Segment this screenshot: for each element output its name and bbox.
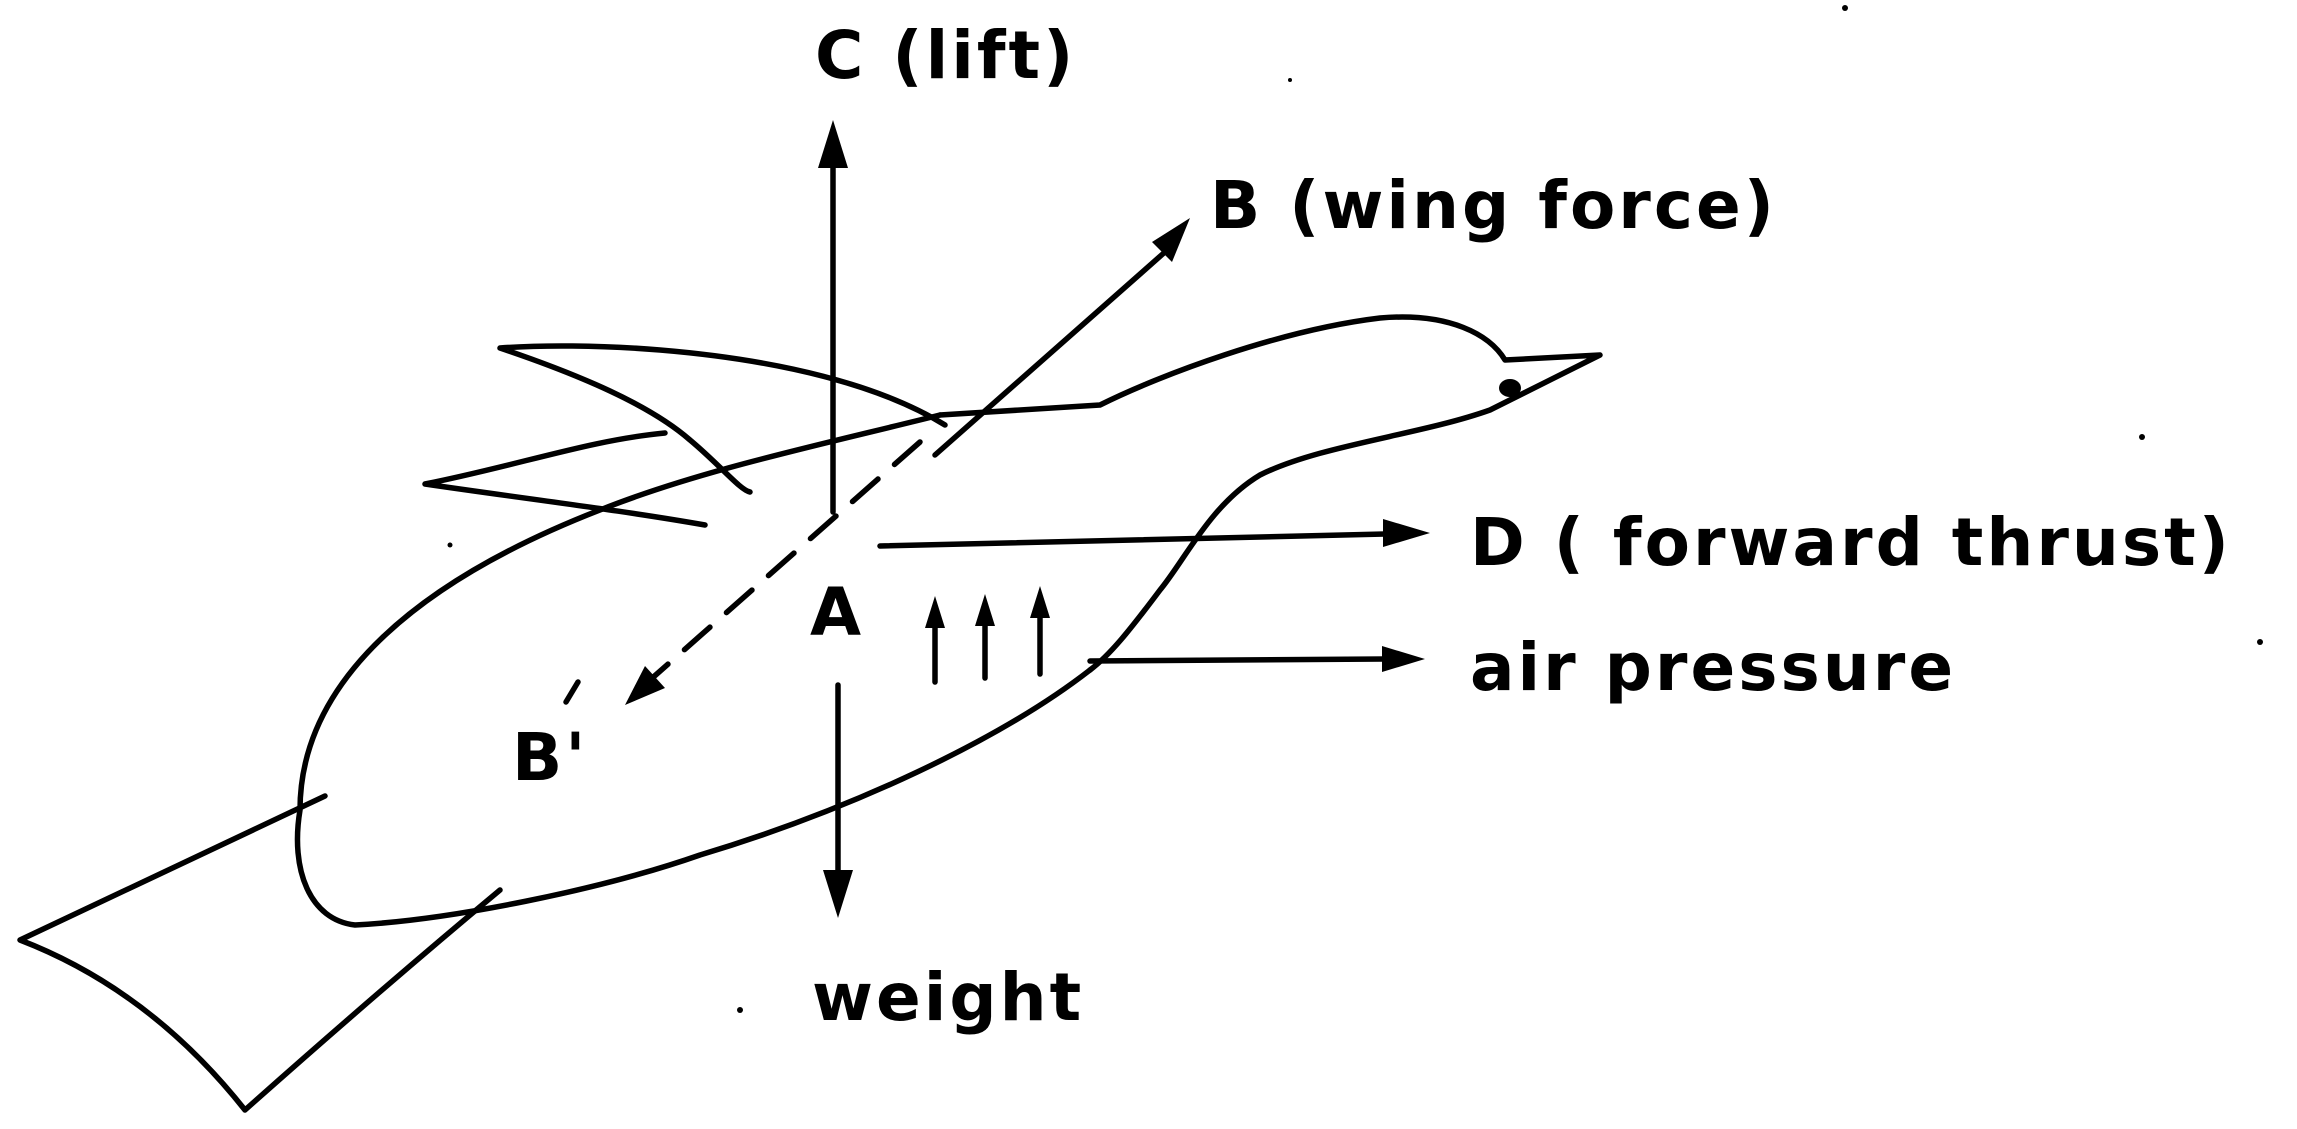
wing-force-reaction-dashed-line: [647, 439, 923, 683]
bird-lower-wing: [422, 430, 708, 528]
bird-upper-wing: [497, 343, 948, 495]
forward-thrust-label: D ( forward thrust): [1470, 504, 2232, 581]
weight-label: weight: [812, 959, 1084, 1036]
wing-force-arrowhead: [1152, 218, 1190, 262]
air-pressure-pointer-line: [1087, 656, 1388, 664]
air-pressure-arrowhead-2: [975, 594, 995, 626]
diagram-labels: C (lift) B (wing force) D ( forward thru…: [512, 17, 2232, 1036]
weight-arrowhead: [823, 870, 853, 918]
air-pressure-arrowhead-1: [925, 596, 945, 628]
wing-force-reaction-arrowhead: [625, 666, 665, 705]
lift-arrowhead: [818, 120, 848, 168]
air-pressure-label: air pressure: [1470, 629, 1956, 706]
forward-thrust-arrow-line: [877, 531, 1388, 549]
bird-neck-head: [937, 314, 1603, 673]
bird-eye: [1499, 379, 1521, 397]
b-prime-tick: [563, 679, 581, 705]
bird-body: [294, 412, 1093, 928]
force-arrows: [563, 120, 1430, 918]
air-pressure-arrowhead-3: [1030, 586, 1050, 618]
point-b-prime-label: B': [512, 719, 589, 796]
air-pressure-pointer-arrowhead: [1382, 646, 1425, 672]
lift-label: C (lift): [815, 17, 1076, 94]
bird-tail: [17, 793, 503, 1113]
wing-force-label: B (wing force): [1210, 167, 1777, 244]
scan-specks: [447, 5, 2263, 1013]
forward-thrust-arrowhead: [1383, 519, 1430, 547]
bird-outline: [17, 314, 1603, 1113]
wing-force-arrow-line: [932, 249, 1168, 458]
point-a-label: A: [810, 574, 864, 651]
